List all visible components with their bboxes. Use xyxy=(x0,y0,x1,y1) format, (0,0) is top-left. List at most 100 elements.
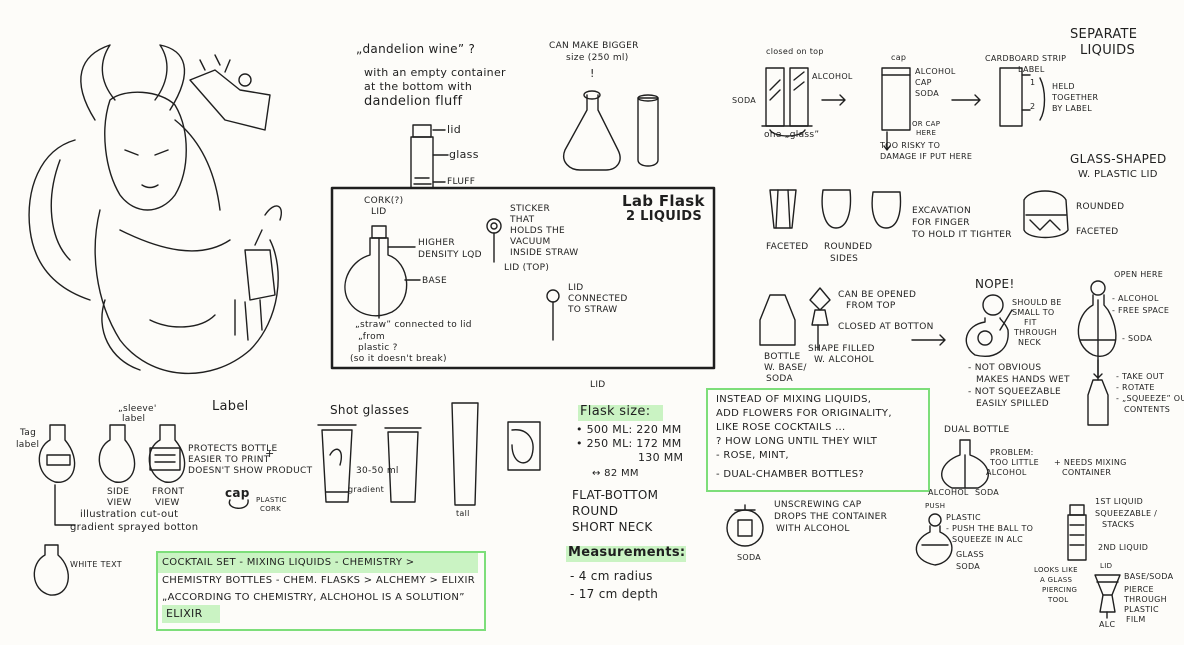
lab-flask-title-1: Lab Flask xyxy=(622,192,705,210)
nope-small-4: through xyxy=(1014,328,1057,337)
nope-con-4: easily spilled xyxy=(976,399,1050,409)
pierce-3: plastic xyxy=(1124,605,1159,614)
sticker-label-2: that xyxy=(510,215,535,225)
nope-flask-drawing xyxy=(965,294,1013,357)
nope-small-2: small to xyxy=(1012,308,1055,317)
gs-excavation-2: for finger xyxy=(912,218,970,228)
shot-tall: tall xyxy=(456,509,470,518)
dandelion-part-glass: glass xyxy=(449,148,479,161)
open-take-2: - rotate xyxy=(1116,383,1155,392)
push-soda: soda xyxy=(956,562,981,571)
pierce-looks-1: looks like xyxy=(1034,566,1078,574)
separate-liquids-drawing xyxy=(761,67,1046,151)
measurements-highlight xyxy=(566,546,686,562)
pierce-alc: alc xyxy=(1099,620,1116,629)
lid-conn-1: lid xyxy=(568,283,584,293)
front-view-2: view xyxy=(155,498,180,508)
plastic-cork-1: plastic xyxy=(256,496,287,504)
dandelion-desc-1: with an empty container xyxy=(364,66,506,79)
glass-shaped-title-2: w. plastic lid xyxy=(1078,169,1158,180)
dual-bottle-drawing xyxy=(941,439,989,489)
shot-measure: 30-50 ml xyxy=(356,466,399,476)
separate-title-2: Liquids xyxy=(1080,43,1136,58)
sep-alcohol: alcohol xyxy=(812,72,853,81)
bottle-base-3: soda xyxy=(766,374,793,384)
instead-row-5: - rose, mint, xyxy=(716,450,789,461)
measurements-title: Measurements: xyxy=(568,545,686,560)
unscrew-3: with alcohol xyxy=(776,524,850,534)
bigger-flask-drawing xyxy=(563,90,659,171)
pierce-looks-2: a glass xyxy=(1040,576,1073,584)
gs-rounded: rounded xyxy=(1076,202,1125,212)
lab-flask-drawing xyxy=(344,218,560,341)
open-take-1: - take out xyxy=(1116,372,1165,381)
bottle-closed: closed at botton xyxy=(838,322,934,332)
sleeve-label-1: „sleeve' xyxy=(118,404,157,414)
liquid-squeeze-1: squeezable / xyxy=(1095,509,1158,518)
pierce-1: pierce xyxy=(1124,585,1154,594)
bigger-mark: ! xyxy=(590,67,595,80)
instead-row-1: instead of mixing liquids, xyxy=(716,394,872,405)
flask-size-highlight xyxy=(578,405,663,421)
character-illustration xyxy=(28,44,282,375)
unscrew-soda: soda xyxy=(737,553,762,562)
front-view-1: front xyxy=(152,487,185,497)
protects-3: doesn't show product xyxy=(188,466,313,476)
dual-needs-1: + needs mixing xyxy=(1054,458,1127,467)
separate-title-1: Separate xyxy=(1070,27,1138,42)
cocktail-highlight xyxy=(158,553,478,573)
flask-size-title: Flask size: xyxy=(580,404,651,419)
lid-top-label: lid (top) xyxy=(504,263,550,273)
push-ball-drawing xyxy=(915,513,953,566)
flask-width: ↔ 82 mm xyxy=(592,468,639,479)
nope-small-5: neck xyxy=(1018,338,1042,347)
dual-problem-3: alcohol xyxy=(986,468,1027,477)
glass-shaped-drawing xyxy=(769,189,1069,239)
push-glass: glass xyxy=(956,550,984,559)
cork-label-2: lid xyxy=(371,207,387,217)
liquid-squeeze-2: stacks xyxy=(1102,520,1135,529)
nope-title: Nope! xyxy=(975,277,1015,291)
bottle-shape-2: w. alcohol xyxy=(814,355,874,365)
open-take-3: - „squeeze” out xyxy=(1116,394,1184,403)
bottle-base-1: bottle xyxy=(764,352,801,362)
sep-soda: soda xyxy=(732,96,757,105)
instead-row-4: ? how long until they wilt xyxy=(716,436,878,447)
sep-cap: cap xyxy=(891,53,907,62)
unscrew-1: unscrewing cap xyxy=(774,500,862,510)
num-2: 2 xyxy=(1030,102,1036,111)
gs-rounded-sides-1: rounded xyxy=(824,242,873,252)
straw-label-3: plastic ? xyxy=(358,343,398,353)
sleeve-label-2: label xyxy=(122,414,146,424)
pierce-looks-3: piercing xyxy=(1042,586,1078,594)
cork-label-1: cork(?) xyxy=(364,196,404,206)
dandelion-desc-3: dandelion fluff xyxy=(364,94,463,109)
pierce-4: film xyxy=(1126,615,1146,624)
straw-label-1: „straw” connected to lid xyxy=(355,320,472,330)
unscrewing-drawing xyxy=(726,504,764,547)
push-text-2: squeeze in alc xyxy=(952,535,1024,544)
num-1: 1 xyxy=(1030,78,1036,87)
sticker-label-5: inside straw xyxy=(510,248,579,258)
bottle-opened-2: from top xyxy=(846,301,896,311)
gs-faceted: faceted xyxy=(766,242,809,252)
nope-con-2: makes hands wet xyxy=(976,375,1070,385)
plastic-cork-2: cork xyxy=(260,505,282,513)
lab-flask-title-2: 2 Liquids xyxy=(626,209,702,224)
protects-2: easier to print xyxy=(188,455,270,465)
tag-label-2: label xyxy=(16,440,40,450)
bottle-base-2: w. base/ xyxy=(764,363,807,373)
nope-con-3: - not squeezable xyxy=(968,387,1062,397)
label-title: Label xyxy=(212,399,249,414)
nope-small-1: should be xyxy=(1012,298,1062,307)
cap-label: cap xyxy=(225,486,250,500)
tag-label-1: Tag xyxy=(20,428,37,438)
sticker-label-4: vacuum xyxy=(510,237,551,247)
flask-size-row-2: • 250 ml: 172 mm xyxy=(576,437,682,450)
lab-flask-box xyxy=(330,186,716,370)
shot-title: Shot glasses xyxy=(330,403,410,417)
push-label: push xyxy=(925,502,946,510)
flask-desc-3: Short neck xyxy=(572,520,653,534)
open-soda: - soda xyxy=(1122,334,1153,343)
